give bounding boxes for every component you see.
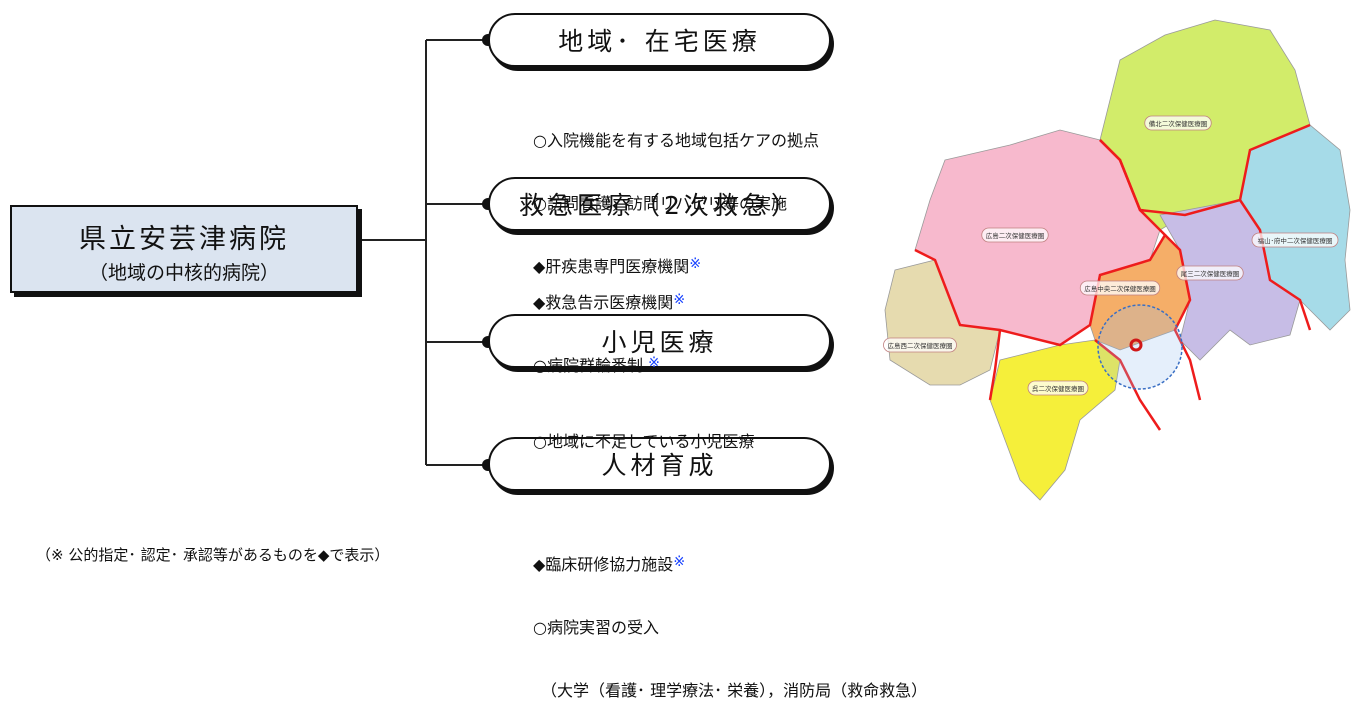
list-item: ○訪問看護，訪問リハビリ等の実施	[533, 194, 787, 213]
region-label: 呉二次保健医療圏	[1032, 384, 1084, 393]
region-boundary	[1164, 234, 1202, 401]
section-community-care: 地域･ 在宅医療	[488, 13, 831, 67]
region-label-bg	[1079, 280, 1161, 296]
section-emergency: 救急医療（2次救急）	[488, 177, 831, 231]
region-label-bg	[981, 227, 1049, 243]
map-region	[989, 339, 1121, 501]
region-label: 広島中央二次保健医療圏	[1084, 284, 1156, 293]
region-label-bg	[1176, 265, 1244, 281]
region-label-bg	[1144, 115, 1212, 131]
region-boundary	[1094, 339, 1162, 431]
section-training: 人材育成	[488, 437, 831, 491]
region-label-bg	[1027, 380, 1089, 396]
region-label: 備北二次保健医療圏	[1149, 119, 1208, 128]
region-label: 尾三二次保健医療圏	[1181, 269, 1240, 278]
region-boundary	[988, 329, 1002, 401]
emergency-details: ◆救急告示医療機関※ ○病院群輪番制 ※	[533, 250, 685, 396]
list-item: ○病院群輪番制 ※	[533, 355, 660, 375]
list-item: （大学（看護･ 理学療法･ 栄養），消防局（救命救急）	[541, 681, 928, 700]
region-label-bg	[883, 337, 957, 353]
community-care-details: ○入院機能を有する地域包括ケアの拠点 ○訪問看護，訪問リハビリ等の実施 ◆肝疾患…	[533, 88, 819, 297]
list-item: ○病院実習の受入	[533, 618, 659, 637]
hospital-name: 県立安芸津病院	[79, 224, 289, 255]
list-item: ◆救急告示医療機関※	[533, 292, 686, 312]
list-item: ◆臨床研修協力施設※	[533, 554, 686, 574]
region-boundary	[1099, 123, 1311, 217]
list-item: ◆肝疾患専門医療機関※	[533, 256, 702, 276]
list-item: ○入院機能を有する地域包括ケアの拠点	[533, 131, 819, 150]
hospital-box: 県立安芸津病院 （地域の中核的病院）	[10, 205, 358, 293]
list-item: ○地域に不足している小児医療	[533, 432, 755, 451]
region-boundary	[1238, 199, 1312, 331]
region-label: 広島西二次保健医療圏	[888, 341, 953, 350]
hospital-location-marker	[1129, 338, 1143, 352]
section-pediatrics: 小児医療	[488, 314, 831, 368]
region-label: 広島二次保健医療圏	[986, 231, 1045, 240]
pediatrics-details: ○地域に不足している小児医療	[533, 389, 754, 472]
region-label-bg	[1251, 232, 1339, 248]
hospital-subtitle: （地域の中核的病院）	[88, 262, 279, 284]
region-label: 福山･府中二次保健医療圏	[1258, 236, 1333, 245]
footnote: （※ 公的指定･ 認定･ 承認等があるものを◆で表示）	[36, 546, 390, 564]
